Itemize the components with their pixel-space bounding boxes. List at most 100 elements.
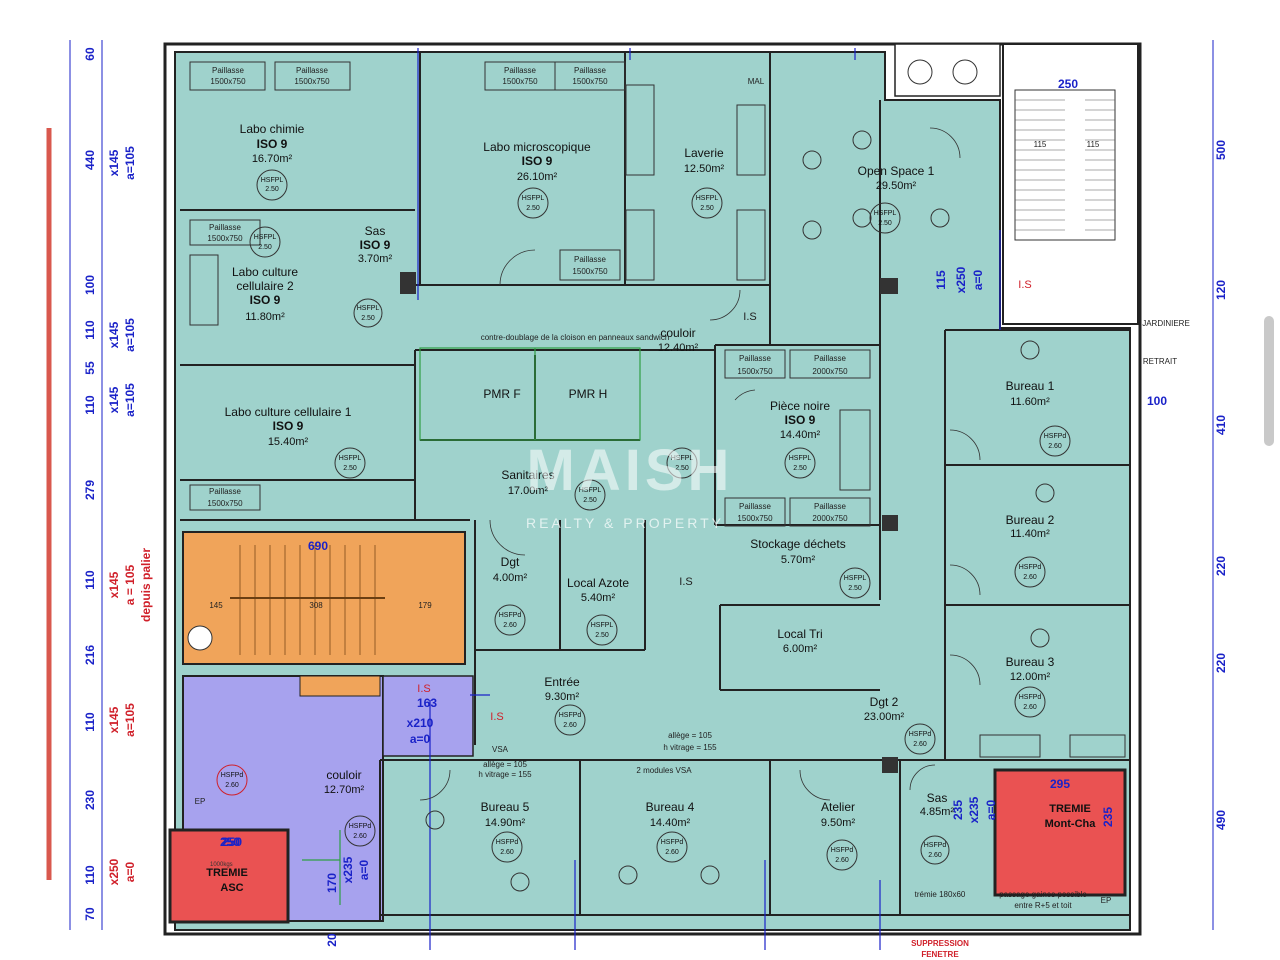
stair-steps <box>230 545 385 655</box>
room-bureau-3: Bureau 3 12.00m² <box>1006 655 1055 683</box>
svg-text:HSFPd: HSFPd <box>909 731 932 738</box>
svg-text:HSFPd: HSFPd <box>1044 433 1067 440</box>
svg-text:a=105: a=105 <box>123 318 137 352</box>
svg-text:EP: EP <box>195 797 206 806</box>
room-name: Bureau 2 <box>1006 513 1055 527</box>
svg-text:I.S: I.S <box>490 711 503 723</box>
svg-text:1500x750: 1500x750 <box>210 77 246 86</box>
svg-text:2.60: 2.60 <box>1048 443 1062 450</box>
svg-text:2.60: 2.60 <box>913 741 927 748</box>
svg-text:Paillasse: Paillasse <box>574 255 607 264</box>
svg-text:2.60: 2.60 <box>563 722 577 729</box>
svg-text:110: 110 <box>83 570 97 590</box>
room-name: Labo culture cellulaire 1 <box>225 405 352 419</box>
svg-text:490: 490 <box>1214 810 1228 830</box>
svg-text:x145: x145 <box>107 571 121 598</box>
svg-text:RETRAIT: RETRAIT <box>1143 357 1177 366</box>
svg-text:HSFPL: HSFPL <box>357 305 380 312</box>
svg-text:allège = 105: allège = 105 <box>483 760 527 769</box>
vertical-scrollbar[interactable] <box>1264 316 1274 446</box>
room-name: Bureau 5 <box>481 800 530 814</box>
room-bureau-5: Bureau 5 14.90m² <box>481 800 530 829</box>
svg-text:HSFPd: HSFPd <box>661 839 684 846</box>
svg-text:2.50: 2.50 <box>848 585 862 592</box>
room-labo-culture-2: Labo culture cellulaire 2 ISO 9 11.80m² <box>232 265 298 323</box>
svg-text:163: 163 <box>417 696 437 710</box>
room-couloir-bottom: couloir 12.70m² <box>324 768 365 796</box>
svg-text:100: 100 <box>83 275 97 295</box>
room-iso: ISO 9 <box>522 154 553 168</box>
svg-text:a=0: a=0 <box>984 799 998 820</box>
svg-text:2.60: 2.60 <box>353 833 367 840</box>
room-area: 12.70m² <box>324 784 365 796</box>
office-chairs <box>425 130 1055 892</box>
hsfp-badge: HSFPd 2.60 <box>1039 425 1071 457</box>
svg-text:2.50: 2.50 <box>265 186 279 193</box>
room-area: 4.00m² <box>493 572 528 584</box>
svg-text:2.50: 2.50 <box>595 632 609 639</box>
stair-steps-right <box>1015 99 1115 231</box>
room-area: 9.30m² <box>545 691 580 703</box>
room-area: 14.40m² <box>650 817 691 829</box>
svg-text:HSFPL: HSFPL <box>522 195 545 202</box>
svg-text:115: 115 <box>1034 140 1047 149</box>
svg-text:JARDINIERE: JARDINIERE <box>1142 319 1190 328</box>
svg-text:120: 120 <box>1214 280 1228 300</box>
room-couloir-top: couloir 12.40m² <box>658 326 699 354</box>
svg-text:1500x750: 1500x750 <box>294 77 330 86</box>
svg-text:235: 235 <box>951 800 965 820</box>
svg-text:440: 440 <box>83 150 97 170</box>
hsfp-badge: HSFPd 2.60 <box>904 723 936 755</box>
svg-text:x235: x235 <box>967 796 981 823</box>
left-dimensions: 60 440 100 110 55 110 279 110 216 110 23… <box>69 40 153 930</box>
svg-text:a=105: a=105 <box>123 703 137 737</box>
svg-text:HSFPd: HSFPd <box>496 839 519 846</box>
room-area: 29.50m² <box>876 180 917 192</box>
svg-text:2.50: 2.50 <box>675 465 689 472</box>
room-name: Sas <box>927 791 948 805</box>
svg-text:170: 170 <box>325 873 339 893</box>
svg-text:HSFPL: HSFPL <box>261 177 284 184</box>
svg-text:HSFPd: HSFPd <box>1019 694 1042 701</box>
svg-text:SUPPRESSION: SUPPRESSION <box>911 939 969 948</box>
svg-text:279: 279 <box>83 480 97 500</box>
svg-text:Paillasse: Paillasse <box>212 66 245 75</box>
inner-dimensions: 690 308 145 179 163 x210 a=0 115 x250 a=… <box>209 77 1167 947</box>
room-atelier: Atelier 9.50m² <box>821 800 856 829</box>
tremie-mc-dim-side: 235 <box>1101 807 1115 827</box>
svg-text:HSFPd: HSFPd <box>831 847 854 854</box>
svg-text:depuis palier: depuis palier <box>139 548 153 622</box>
svg-text:2.60: 2.60 <box>225 782 239 789</box>
room-name: Local Tri <box>777 627 822 641</box>
svg-text:trémie 180x60: trémie 180x60 <box>915 890 966 899</box>
svg-text:Paillasse: Paillasse <box>814 354 847 363</box>
svg-text:55: 55 <box>83 361 97 375</box>
room-name: Dgt 2 <box>870 695 899 709</box>
svg-text:HSFPL: HSFPL <box>874 210 897 217</box>
hsfp-badge: HSFPL 2.50 <box>256 169 288 201</box>
svg-text:2000x750: 2000x750 <box>812 367 848 376</box>
svg-text:Paillasse: Paillasse <box>739 354 772 363</box>
svg-text:h vitrage = 155: h vitrage = 155 <box>663 743 717 752</box>
svg-text:Paillasse: Paillasse <box>209 487 242 496</box>
room-name: Labo microscopique <box>483 140 591 154</box>
svg-text:179: 179 <box>418 601 432 610</box>
svg-text:HSFPd: HSFPd <box>221 772 244 779</box>
svg-text:x250: x250 <box>954 266 968 293</box>
svg-text:2.60: 2.60 <box>500 849 514 856</box>
tremie-asc-load: 1000kgs <box>210 862 233 868</box>
room-name: Open Space 1 <box>858 164 935 178</box>
right-dimensions: 500 120 410 220 220 490 <box>1212 40 1228 930</box>
svg-text:2.60: 2.60 <box>835 857 849 864</box>
svg-text:HSFPL: HSFPL <box>339 455 362 462</box>
room-pmr-f: PMR F <box>483 387 520 401</box>
hsfp-badge: HSFPd 2.60 <box>216 764 248 796</box>
room-bureau-1: Bureau 1 11.60m² <box>1006 379 1055 408</box>
is-markers: I.S I.S I.S I.S I.S <box>417 279 1031 723</box>
